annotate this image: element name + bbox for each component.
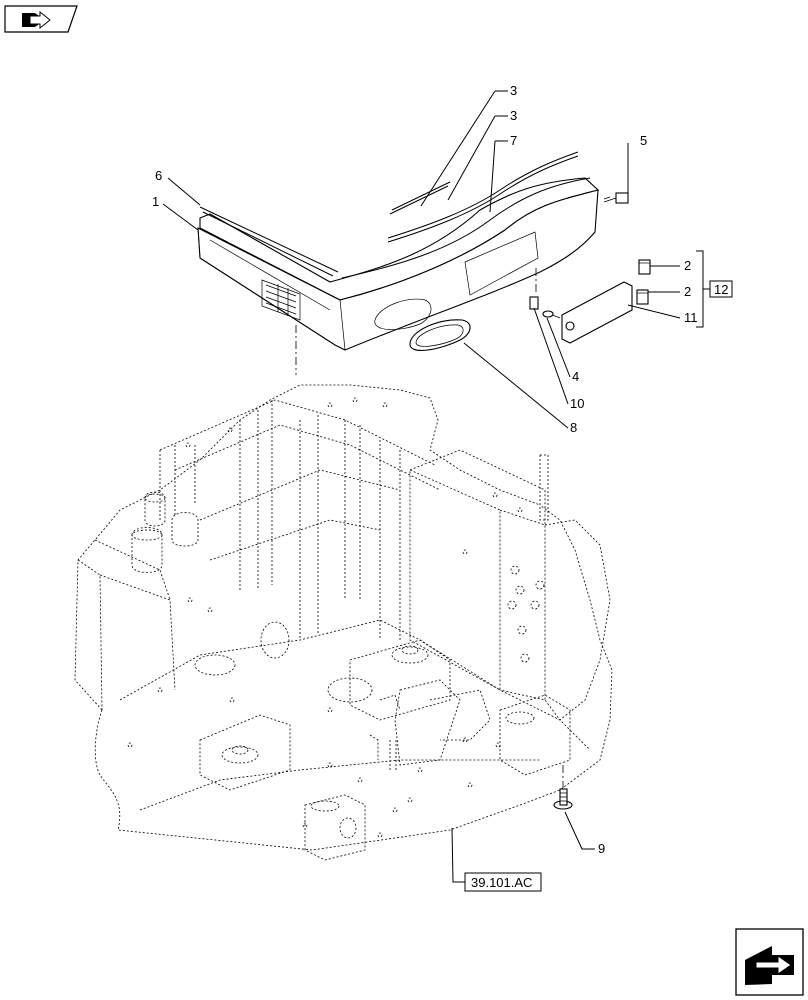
callout-2a: 2 — [684, 258, 691, 273]
reference-label[interactable]: 39.101.AC — [471, 875, 532, 890]
callout-4: 4 — [572, 369, 579, 384]
callout-1: 1 — [152, 194, 159, 209]
callout-3b: 3 — [510, 108, 517, 123]
callout-7: 7 — [510, 133, 517, 148]
book-arrow-icon — [22, 10, 51, 30]
reference-link[interactable]: 39.101.AC — [464, 872, 542, 892]
callout-8: 8 — [570, 420, 577, 435]
next-arrow-icon — [745, 946, 794, 985]
callout-12-box[interactable] — [709, 280, 733, 298]
small-block-part — [529, 296, 539, 310]
cover-plate-part — [542, 281, 633, 344]
callout-12: 12 — [714, 282, 728, 297]
stripe-decals — [199, 151, 591, 279]
vent-grille — [261, 279, 301, 321]
oval-gasket-part — [409, 319, 471, 351]
bolt-part — [603, 192, 629, 204]
callout-6: 6 — [155, 168, 162, 183]
callout-3a: 3 — [510, 83, 517, 98]
callout-5: 5 — [640, 133, 647, 148]
upper-frame-structure — [74, 384, 613, 861]
bottom-bolt-part — [553, 788, 573, 810]
callout-2b: 2 — [684, 284, 691, 299]
back-button[interactable] — [4, 5, 78, 33]
callout-9: 9 — [598, 841, 605, 856]
callout-11: 11 — [684, 310, 698, 325]
callout-10: 10 — [570, 396, 584, 411]
clip-part — [636, 259, 651, 305]
counterweight-part — [197, 177, 600, 351]
leader-lines — [162, 90, 710, 883]
next-page-button[interactable] — [735, 928, 804, 996]
